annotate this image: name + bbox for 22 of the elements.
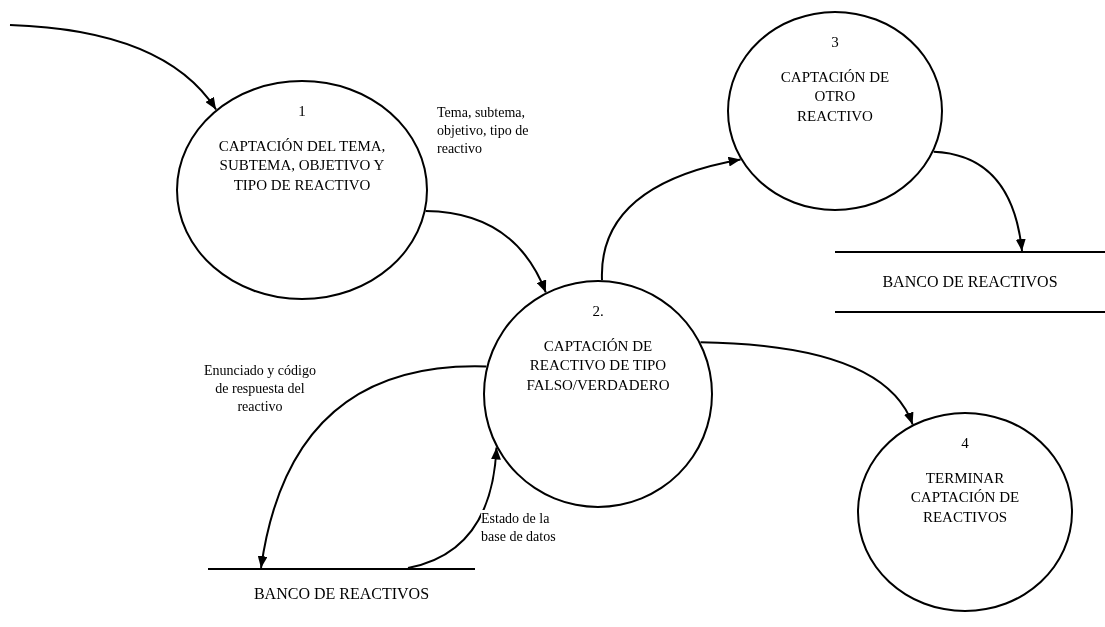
process-circle xyxy=(727,11,943,211)
process-number: 3 xyxy=(831,33,839,52)
process-label: CAPTACIÓN DEL TEMA, SUBTEMA, OBJETIVO Y TIPO DE REACTIVO xyxy=(217,136,387,195)
process-number: 4 xyxy=(961,434,969,453)
arrow xyxy=(932,150,1026,252)
process-label: CAPTACIÓN DE OTRO REACTIVO xyxy=(779,67,891,126)
arrow xyxy=(407,446,501,569)
arrow xyxy=(699,341,914,426)
process-circle xyxy=(176,80,428,300)
arrow xyxy=(9,24,218,111)
data-store xyxy=(835,251,1105,313)
process-number: 2. xyxy=(592,302,604,321)
process-label: TERMINAR CAPTACIÓN DE REACTIVOS xyxy=(910,468,1020,527)
store-label: BANCO DE REACTIVOS xyxy=(882,272,1058,292)
arrow xyxy=(258,365,488,569)
process-number: 1 xyxy=(298,102,306,121)
process-circle xyxy=(483,280,713,508)
process-circle xyxy=(857,412,1073,612)
arrow xyxy=(601,157,742,282)
process-label: CAPTACIÓN DE REACTIVO DE TIPO FALSO/VERDADERO xyxy=(525,336,671,395)
arrow xyxy=(424,210,547,294)
store-label: BANCO DE REACTIVOS xyxy=(253,584,430,604)
